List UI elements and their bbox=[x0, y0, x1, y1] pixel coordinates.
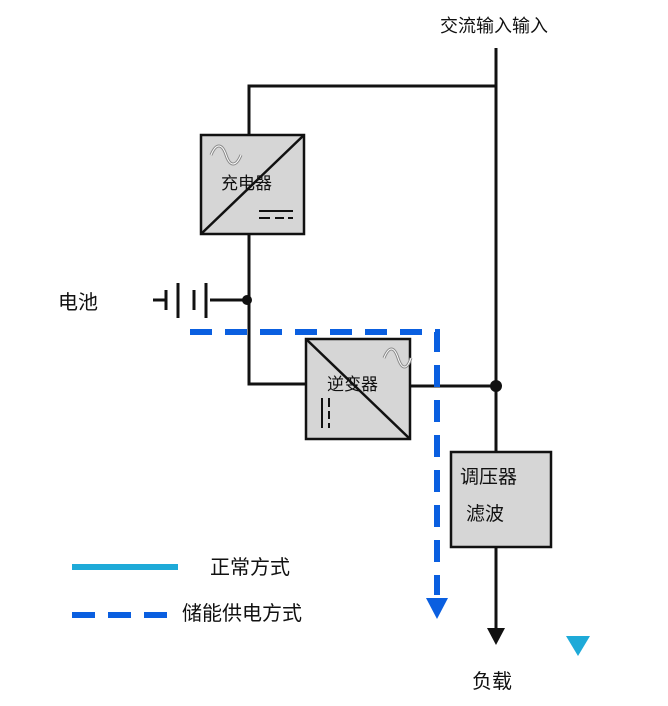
battery-label: 电池 bbox=[58, 290, 98, 314]
charger-label: 充电器 bbox=[221, 174, 272, 194]
storage-mode-arrow-icon bbox=[426, 598, 448, 619]
inverter-box bbox=[304, 337, 413, 441]
inverter-dc-symbol-icon bbox=[321, 398, 330, 428]
regulator-box bbox=[449, 450, 553, 549]
battery-junction-dot bbox=[242, 295, 252, 305]
regulator-label: 调压器 bbox=[460, 466, 518, 488]
storage-mode-path bbox=[190, 329, 440, 595]
charger-box bbox=[199, 133, 306, 236]
charger-feed-wire bbox=[247, 84, 496, 135]
battery-icon bbox=[153, 283, 208, 318]
battery-inverter-wire bbox=[247, 300, 306, 386]
inverter-label: 逆变器 bbox=[327, 375, 378, 395]
bus-junction-dot bbox=[490, 380, 502, 392]
ac-input-label: 交流输入输入 bbox=[440, 16, 548, 37]
load-arrow-icon bbox=[487, 628, 505, 645]
dc-symbol-icon bbox=[259, 210, 293, 219]
filter-label: 滤波 bbox=[466, 503, 505, 525]
load-label: 负载 bbox=[472, 669, 512, 693]
legend-normal-label: 正常方式 bbox=[210, 555, 290, 579]
legend-storage-label: 储能供电方式 bbox=[182, 601, 302, 625]
normal-mode-arrow-icon bbox=[566, 636, 590, 656]
